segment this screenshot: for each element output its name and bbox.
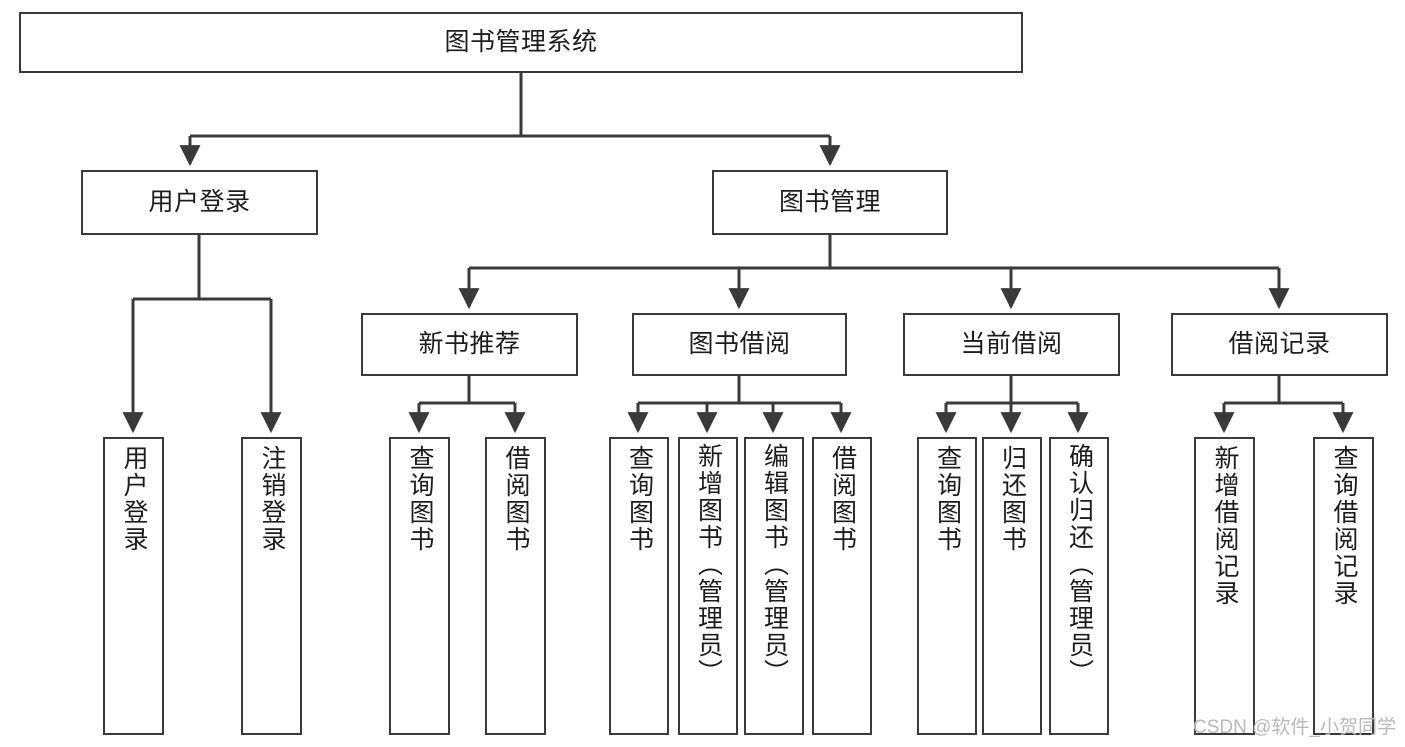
node-root-system[interactable]: 图书管理系统 bbox=[19, 12, 1023, 73]
leaf-current-query-book[interactable]: 查询图书 bbox=[917, 437, 977, 735]
node-label: 注销登录 bbox=[258, 445, 286, 553]
node-label: 图书借阅 bbox=[688, 329, 791, 358]
node-book-management[interactable]: 图书管理 bbox=[712, 170, 948, 235]
node-label: 编辑图书（管理员） bbox=[760, 443, 789, 686]
node-borrow-record[interactable]: 借阅记录 bbox=[1171, 313, 1388, 376]
leaf-user-login-logout[interactable]: 注销登录 bbox=[241, 437, 302, 735]
node-label: 图书管理 bbox=[778, 187, 881, 216]
node-label: 用户登录 bbox=[148, 187, 251, 216]
node-label: 当前借阅 bbox=[960, 329, 1063, 358]
leaf-recommend-query-book[interactable]: 查询图书 bbox=[389, 437, 450, 735]
leaf-record-query-record[interactable]: 查询借阅记录 bbox=[1313, 437, 1374, 735]
node-user-login[interactable]: 用户登录 bbox=[81, 170, 318, 235]
leaf-borrow-add-book-admin[interactable]: 新增图书（管理员） bbox=[678, 437, 738, 735]
leaf-recommend-borrow-book[interactable]: 借阅图书 bbox=[485, 437, 546, 735]
node-label: 查询图书 bbox=[933, 445, 962, 553]
node-label: 确认归还（管理员） bbox=[1065, 443, 1094, 686]
node-label: 图书管理系统 bbox=[444, 27, 598, 56]
node-label: 借阅图书 bbox=[828, 445, 857, 553]
node-label: 新增图书（管理员） bbox=[694, 443, 723, 686]
leaf-current-confirm-return-admin[interactable]: 确认归还（管理员） bbox=[1049, 437, 1109, 735]
watermark-text: CSDN @软件_小贺同学 bbox=[1193, 717, 1396, 738]
node-label: 查询借阅记录 bbox=[1330, 445, 1358, 607]
node-new-book-recommend[interactable]: 新书推荐 bbox=[361, 313, 578, 376]
node-current-borrow[interactable]: 当前借阅 bbox=[903, 313, 1120, 376]
node-label: 新增借阅记录 bbox=[1211, 445, 1239, 607]
leaf-borrow-edit-book-admin[interactable]: 编辑图书（管理员） bbox=[744, 437, 804, 735]
node-label: 归还图书 bbox=[998, 445, 1027, 553]
node-book-borrow[interactable]: 图书借阅 bbox=[632, 313, 847, 376]
leaf-user-login-login[interactable]: 用户登录 bbox=[103, 437, 164, 735]
leaf-borrow-borrow-book[interactable]: 借阅图书 bbox=[812, 437, 872, 735]
node-label: 查询图书 bbox=[406, 445, 434, 553]
node-label: 查询图书 bbox=[625, 445, 654, 553]
leaf-record-add-record[interactable]: 新增借阅记录 bbox=[1194, 437, 1255, 735]
node-label: 借阅图书 bbox=[502, 445, 530, 553]
node-label: 用户登录 bbox=[120, 445, 148, 553]
leaf-current-return-book[interactable]: 归还图书 bbox=[982, 437, 1042, 735]
node-label: 新书推荐 bbox=[418, 329, 521, 358]
leaf-borrow-query-book[interactable]: 查询图书 bbox=[609, 437, 669, 735]
node-label: 借阅记录 bbox=[1228, 329, 1331, 358]
